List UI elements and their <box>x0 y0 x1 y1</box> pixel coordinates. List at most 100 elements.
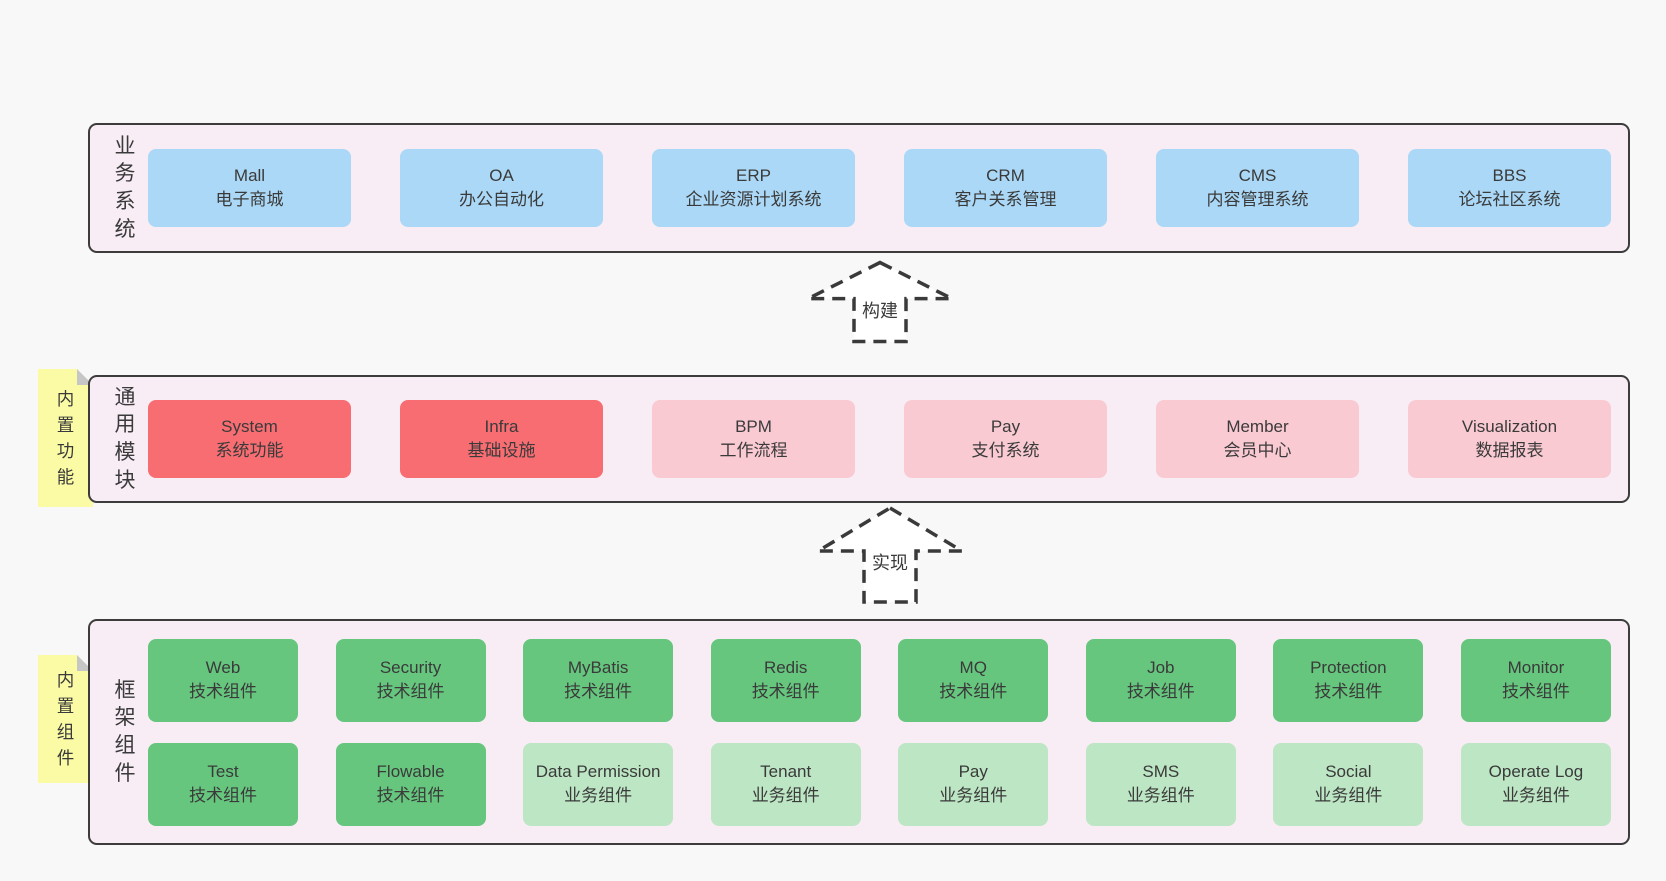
node-subtitle: 业务组件 <box>751 786 820 805</box>
node-subtitle: 技术组件 <box>751 682 820 701</box>
diagram-node: Job 技术组件 <box>1085 638 1236 722</box>
node-subtitle: 办公自动化 <box>459 190 544 209</box>
node-title: Mall <box>233 165 266 185</box>
diagram-node: BPM 工作流程 <box>652 400 855 478</box>
node-subtitle: 系统功能 <box>215 441 284 460</box>
node-subtitle: 技术组件 <box>1126 682 1195 701</box>
diagram-node: SMS 业务组件 <box>1085 742 1236 826</box>
sticky-note-builtin-functions: 内 置 功 能 <box>38 369 93 507</box>
diagram-node: MQ 技术组件 <box>898 638 1049 722</box>
node-title: Monitor <box>1507 657 1565 677</box>
node-title: Redis <box>763 657 808 677</box>
node-title: Operate Log <box>1488 761 1584 781</box>
diagram-node: Protection 技术组件 <box>1273 638 1424 722</box>
node-subtitle: 业务组件 <box>1126 786 1195 805</box>
diagram-node: CRM 客户关系管理 <box>904 149 1107 227</box>
node-title: CRM <box>986 165 1025 185</box>
node-title: MQ <box>959 657 987 677</box>
node-subtitle: 论坛社区系统 <box>1458 190 1561 209</box>
node-title: System <box>221 416 278 436</box>
node-subtitle: 技术组件 <box>939 682 1008 701</box>
node-title: Visualization <box>1461 416 1558 436</box>
node-title: OA <box>489 165 514 185</box>
node-title: Web <box>205 657 241 677</box>
band-label: 业 务 系 统 <box>114 134 136 241</box>
node-subtitle: 技术组件 <box>189 682 257 701</box>
node-title: Data Permission <box>535 761 661 781</box>
node-title: BPM <box>735 416 772 436</box>
diagram-node: Data Permission 业务组件 <box>523 742 674 826</box>
node-subtitle: 技术组件 <box>376 786 445 805</box>
node-title: Flowable <box>376 761 445 781</box>
diagram-node: Security 技术组件 <box>335 638 486 722</box>
node-subtitle: 内容管理系统 <box>1206 190 1309 209</box>
diagram-node: CMS 内容管理系统 <box>1156 149 1359 227</box>
node-subtitle: 数据报表 <box>1475 441 1544 460</box>
node-title: CMS <box>1238 165 1277 185</box>
node-title: Member <box>1226 416 1289 436</box>
band-framework-components: 框 架 组 件 Web 技术组件 Security 技术组件 MyBatis 技… <box>88 619 1630 845</box>
band-common-modules: 通 用 模 块 System 系统功能 Infra 基础设施 BPM 工作流程 <box>88 375 1630 503</box>
diagram-node: Mall 电子商城 <box>148 149 351 227</box>
node-subtitle: 电子商城 <box>215 190 284 209</box>
band-business-systems: 业 务 系 统 Mall 电子商城 OA 办公自动化 ERP 企业资源计划系统 <box>88 123 1630 253</box>
node-title: BBS <box>1492 165 1527 185</box>
diagram-node: System 系统功能 <box>148 400 351 478</box>
diagram-node: Visualization 数据报表 <box>1408 400 1611 478</box>
diagram-node: Tenant 业务组件 <box>710 742 861 826</box>
node-subtitle: 工作流程 <box>719 441 788 460</box>
node-subtitle: 支付系统 <box>971 441 1040 460</box>
sticky-note-label: 内 置 组 件 <box>56 669 75 769</box>
node-subtitle: 业务组件 <box>1501 786 1570 805</box>
node-subtitle: 技术组件 <box>1314 682 1383 701</box>
diagram-node: Web 技术组件 <box>148 638 298 722</box>
node-subtitle: 技术组件 <box>189 786 257 805</box>
node-subtitle: 技术组件 <box>376 682 445 701</box>
node-title: Security <box>379 657 442 677</box>
node-title: Job <box>1147 657 1175 677</box>
band-label: 框 架 组 件 <box>114 678 136 785</box>
node-title: MyBatis <box>567 657 629 677</box>
node-title: ERP <box>736 165 771 185</box>
band-label: 通 用 模 块 <box>114 385 136 492</box>
diagram-node: Test 技术组件 <box>148 742 298 826</box>
band-boxes: Mall 电子商城 OA 办公自动化 ERP 企业资源计划系统 CRM 客户关系… <box>148 125 1611 251</box>
node-subtitle: 会员中心 <box>1223 441 1292 460</box>
diagram-node: Social 业务组件 <box>1273 742 1424 826</box>
arrow-label: 实现 <box>870 549 910 575</box>
node-subtitle: 业务组件 <box>939 786 1008 805</box>
node-subtitle: 基础设施 <box>467 441 536 460</box>
sticky-note-builtin-components: 内 置 组 件 <box>38 655 93 783</box>
dashed-up-arrow-build: 构建 <box>805 260 955 344</box>
node-subtitle: 客户关系管理 <box>954 190 1057 209</box>
diagram-node: ERP 企业资源计划系统 <box>652 149 855 227</box>
diagram-node: Member 会员中心 <box>1156 400 1359 478</box>
arrow-label: 构建 <box>860 296 900 323</box>
node-title: Pay <box>990 416 1021 436</box>
node-title: Protection <box>1310 657 1387 677</box>
diagram-node: Monitor 技术组件 <box>1460 638 1611 722</box>
diagram-node: Operate Log 业务组件 <box>1460 742 1611 826</box>
node-title: Tenant <box>760 761 812 781</box>
sticky-note-label: 内 置 功 能 <box>56 388 75 488</box>
node-title: SMS <box>1142 761 1180 781</box>
node-title: Pay <box>958 761 988 781</box>
diagram-node: BBS 论坛社区系统 <box>1408 149 1611 227</box>
node-subtitle: 业务组件 <box>1314 786 1383 805</box>
band-boxes: Web 技术组件 Security 技术组件 MyBatis 技术组件 Redi… <box>148 621 1611 843</box>
diagram-node: Flowable 技术组件 <box>335 742 486 826</box>
diagram-node: Infra 基础设施 <box>400 400 603 478</box>
node-subtitle: 技术组件 <box>1501 682 1570 701</box>
diagram-node: Redis 技术组件 <box>710 638 861 722</box>
diagram-node: Pay 支付系统 <box>904 400 1107 478</box>
node-title: Test <box>207 761 239 781</box>
diagram-node: Pay 业务组件 <box>898 742 1049 826</box>
node-subtitle: 技术组件 <box>564 682 633 701</box>
node-subtitle: 业务组件 <box>564 786 633 805</box>
band-boxes: System 系统功能 Infra 基础设施 BPM 工作流程 Pay 支付系统 <box>148 377 1611 501</box>
node-title: Infra <box>484 416 519 436</box>
node-subtitle: 企业资源计划系统 <box>685 190 822 209</box>
dashed-up-arrow-implement: 实现 <box>815 505 965 605</box>
diagram-node: MyBatis 技术组件 <box>523 638 674 722</box>
